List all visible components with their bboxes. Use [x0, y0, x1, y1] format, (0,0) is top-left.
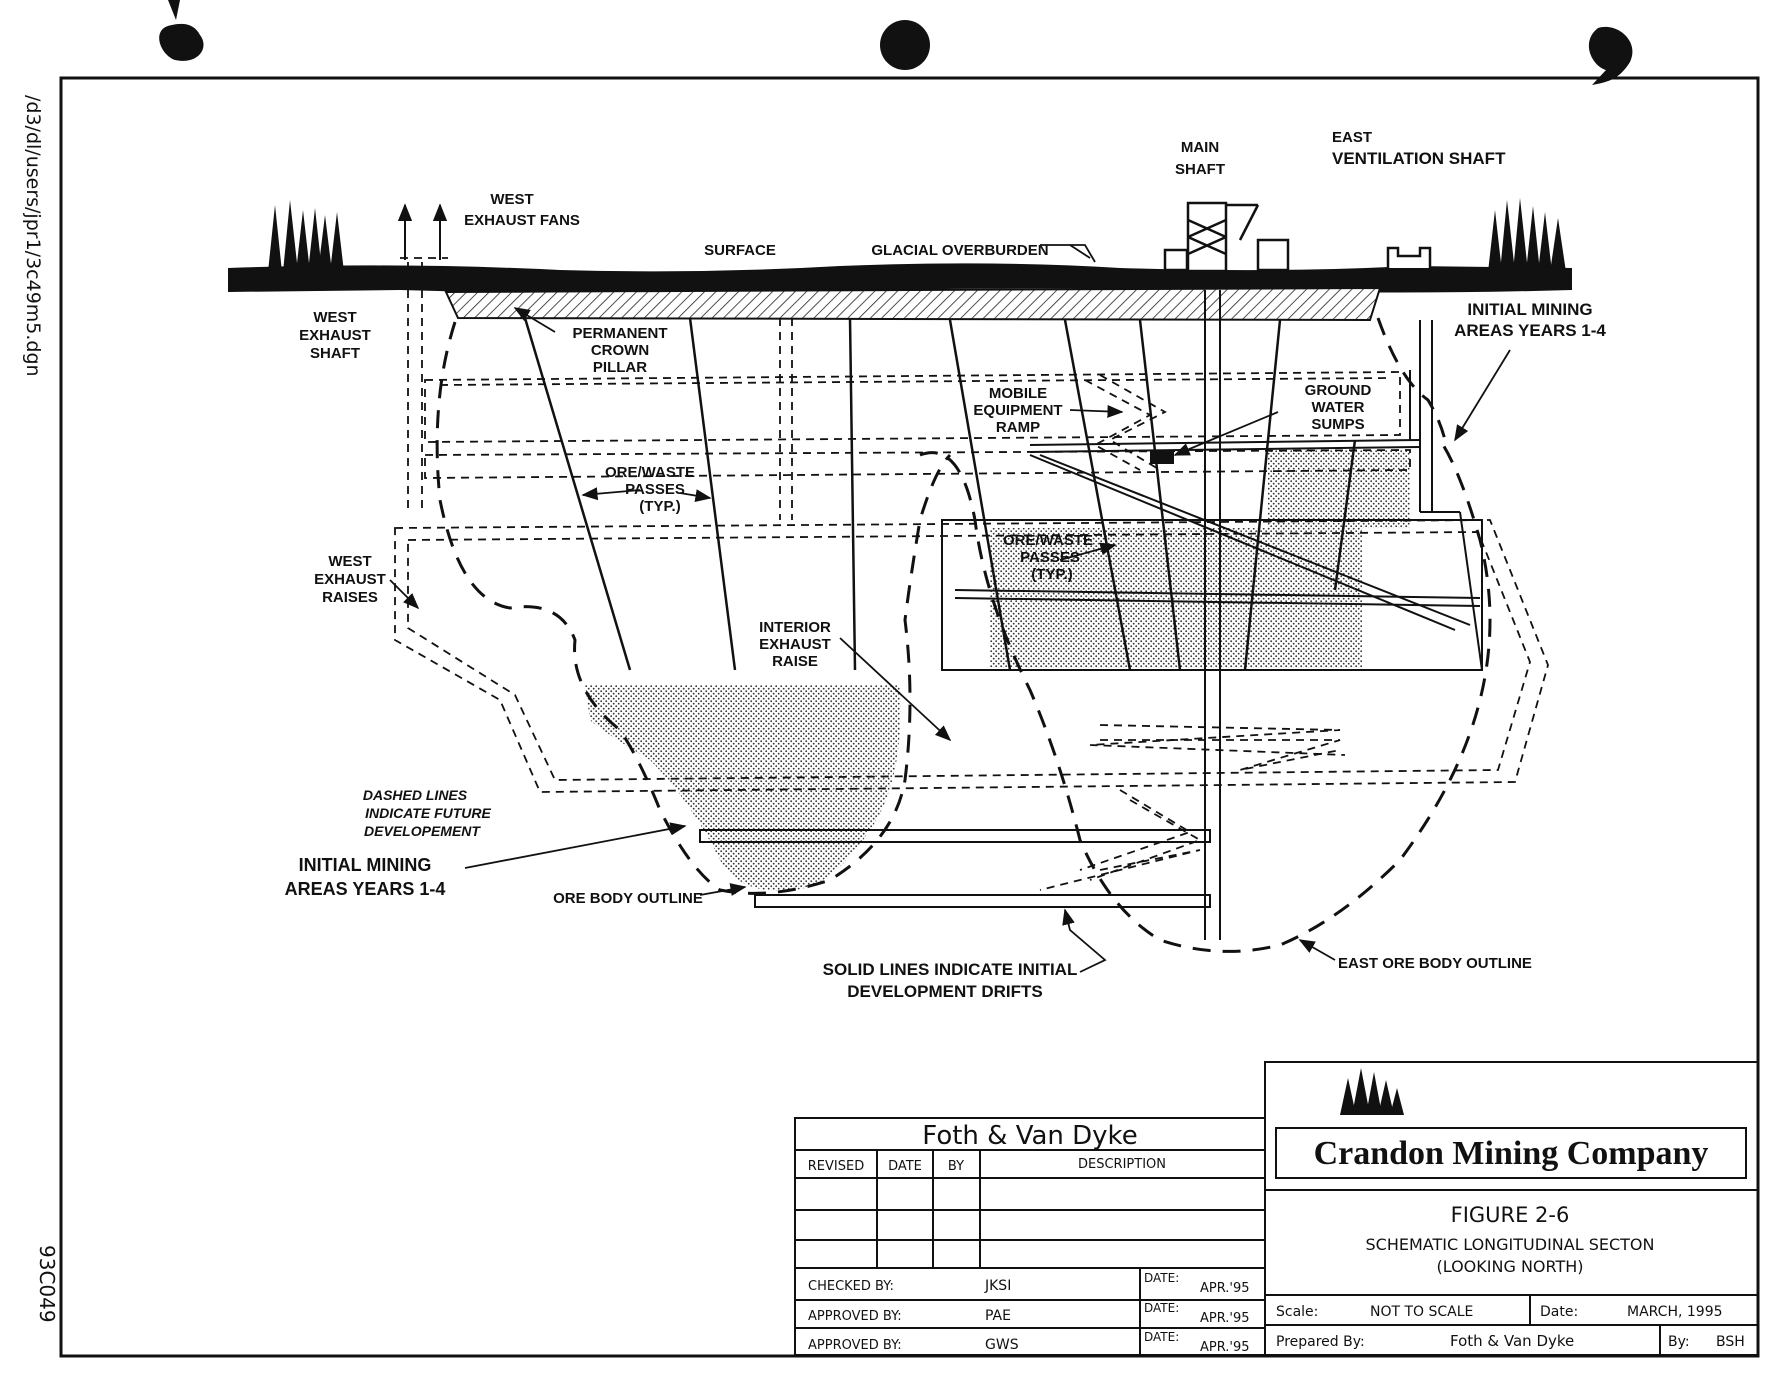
approved-by-value-1: PAE: [985, 1308, 1011, 1324]
label-sumps-1: GROUND: [1305, 382, 1372, 399]
date-label-3: DATE:: [1144, 1330, 1179, 1344]
doc-number-text: 93C049: [35, 1245, 59, 1323]
label-mobile-ramp-1: MOBILE: [989, 385, 1047, 402]
date-field-label: Date:: [1540, 1304, 1578, 1320]
label-solid-note-2: DEVELOPMENT DRIFTS: [847, 982, 1043, 1001]
label-west-exhaust-fans-2: EXHAUST FANS: [464, 212, 580, 229]
label-initial-mining-right-2: AREAS YEARS 1-4: [1454, 321, 1606, 340]
ore-body-outline: [435, 317, 1492, 953]
svg-text:WEST: WEST: [490, 191, 533, 208]
label-surface: SURFACE: [704, 242, 776, 259]
label-west-exhaust-fans-1: WEST: [490, 191, 533, 208]
tree-icon-right: [1488, 198, 1566, 272]
leader-lines: [389, 244, 1511, 973]
label-interior-raise-1: INTERIOR: [759, 619, 831, 636]
future-development-dashed: [394, 257, 1549, 891]
label-ore-waste-right-2: PASSES: [1020, 549, 1080, 566]
label-sumps-3: SUMPS: [1311, 416, 1364, 433]
checked-by-value: JKSI: [984, 1278, 1011, 1294]
company-name: Crandon Mining Company: [1314, 1135, 1709, 1172]
company-tree-logo-icon: [1340, 1068, 1404, 1115]
ore-waste-passes: [523, 317, 1357, 671]
figure-title-1: SCHEMATIC LONGITUDINAL SECTON: [1366, 1235, 1655, 1254]
label-glacial-overburden: GLACIAL OVERBURDEN: [871, 242, 1048, 259]
label-initial-mining-left-2: AREAS YEARS 1-4: [285, 879, 446, 899]
label-interior-raise-2: EXHAUST: [759, 636, 831, 653]
label-east-vent-2: VENTILATION SHAFT: [1332, 149, 1506, 168]
label-ore-waste-left-1: ORE/WASTE: [605, 464, 695, 481]
label-west-exhaust-shaft-2: EXHAUST: [299, 327, 371, 344]
prepared-value: Foth & Van Dyke: [1450, 1332, 1574, 1350]
date-field-value: MARCH, 1995: [1627, 1304, 1723, 1320]
checked-by-label: CHECKED BY:: [808, 1279, 894, 1294]
main-shaft-headframe-icon: [1163, 201, 1290, 273]
title-block-text: Foth & Van Dyke REVISED DATE BY DESCRIPT…: [808, 1121, 1745, 1355]
date-value-3: APR.'95: [1200, 1340, 1250, 1355]
approved-by-label-1: APPROVED BY:: [808, 1309, 902, 1324]
label-solid-note-1: SOLID LINES INDICATE INITIAL: [823, 960, 1078, 979]
scale-value: NOT TO SCALE: [1370, 1304, 1473, 1320]
initial-mining-areas: [585, 450, 1410, 891]
label-mobile-ramp-3: RAMP: [996, 419, 1040, 436]
date-value-2: APR.'95: [1200, 1311, 1250, 1326]
label-west-raises-3: RAISES: [322, 589, 378, 606]
west-exhaust-fans-arrows: [397, 203, 448, 260]
label-west-exhaust-shaft-3: SHAFT: [310, 345, 360, 362]
label-initial-mining-right-1: INITIAL MINING: [1467, 300, 1592, 319]
label-ore-body-outline: ORE BODY OUTLINE: [553, 890, 703, 907]
date-label-1: DATE:: [1144, 1271, 1179, 1285]
initial-development-drifts: [699, 290, 1483, 940]
header-by: BY: [948, 1159, 964, 1174]
approved-by-value-2: GWS: [985, 1337, 1019, 1353]
figure-number: FIGURE 2-6: [1451, 1203, 1570, 1227]
label-dashed-note-3: DEVELOPEMENT: [364, 823, 481, 839]
label-main-shaft-2: SHAFT: [1175, 161, 1225, 178]
glacial-overburden-band: [228, 263, 1572, 294]
label-west-exhaust-shaft-1: WEST: [313, 309, 356, 326]
label-west-raises-1: WEST: [328, 553, 371, 570]
binder-holes: [159, 0, 1633, 85]
date-value-1: APR.'95: [1200, 1281, 1250, 1296]
title-block: [794, 1061, 1759, 1356]
label-east-vent-1: EAST: [1332, 129, 1372, 146]
tree-icon-left: [268, 200, 344, 272]
date-label-2: DATE:: [1144, 1301, 1179, 1315]
firm-name: Foth & Van Dyke: [922, 1121, 1137, 1151]
label-crown-pillar-3: PILLAR: [593, 359, 647, 376]
label-ore-waste-right-3: (TYP.): [1031, 566, 1072, 583]
label-sumps-2: WATER: [1311, 399, 1364, 416]
header-revised: REVISED: [808, 1159, 864, 1174]
label-main-shaft-1: MAIN: [1181, 139, 1219, 156]
crown-pillar-hatch: [444, 286, 1382, 322]
label-dashed-note-1: DASHED LINES: [363, 787, 468, 803]
scale-label: Scale:: [1276, 1304, 1318, 1320]
sump-icon: [1150, 450, 1174, 464]
figure-title-2: (LOOKING NORTH): [1437, 1257, 1584, 1276]
diagram-labels: WEST EXHAUST FANS SURFACE GLACIAL OVERBU…: [285, 129, 1607, 1001]
prepared-label: Prepared By:: [1276, 1334, 1365, 1350]
label-ore-waste-right-1: ORE/WASTE: [1003, 532, 1093, 549]
label-ore-waste-left-3: (TYP.): [639, 498, 680, 515]
header-date: DATE: [888, 1159, 922, 1174]
approved-by-label-2: APPROVED BY:: [808, 1338, 902, 1353]
east-vent-shaft-icon: [1386, 246, 1432, 268]
label-ore-waste-left-2: PASSES: [625, 481, 685, 498]
label-mobile-ramp-2: EQUIPMENT: [973, 402, 1062, 419]
header-description: DESCRIPTION: [1078, 1157, 1166, 1172]
svg-text:EXHAUST FANS: EXHAUST FANS: [464, 212, 580, 229]
file-path-text: /d3/dl/users/jpr1/3c49m5.dgn: [22, 95, 44, 377]
label-dashed-note-2: INDICATE FUTURE: [365, 805, 491, 821]
by-label: By:: [1668, 1334, 1690, 1350]
label-initial-mining-left-1: INITIAL MINING: [299, 855, 432, 875]
label-east-ore-body-outline: EAST ORE BODY OUTLINE: [1338, 955, 1532, 972]
by-value: BSH: [1716, 1334, 1745, 1350]
label-crown-pillar-1: PERMANENT: [572, 325, 667, 342]
label-crown-pillar-2: CROWN: [591, 342, 649, 359]
label-west-raises-2: EXHAUST: [314, 571, 386, 588]
label-interior-raise-3: RAISE: [772, 653, 818, 670]
